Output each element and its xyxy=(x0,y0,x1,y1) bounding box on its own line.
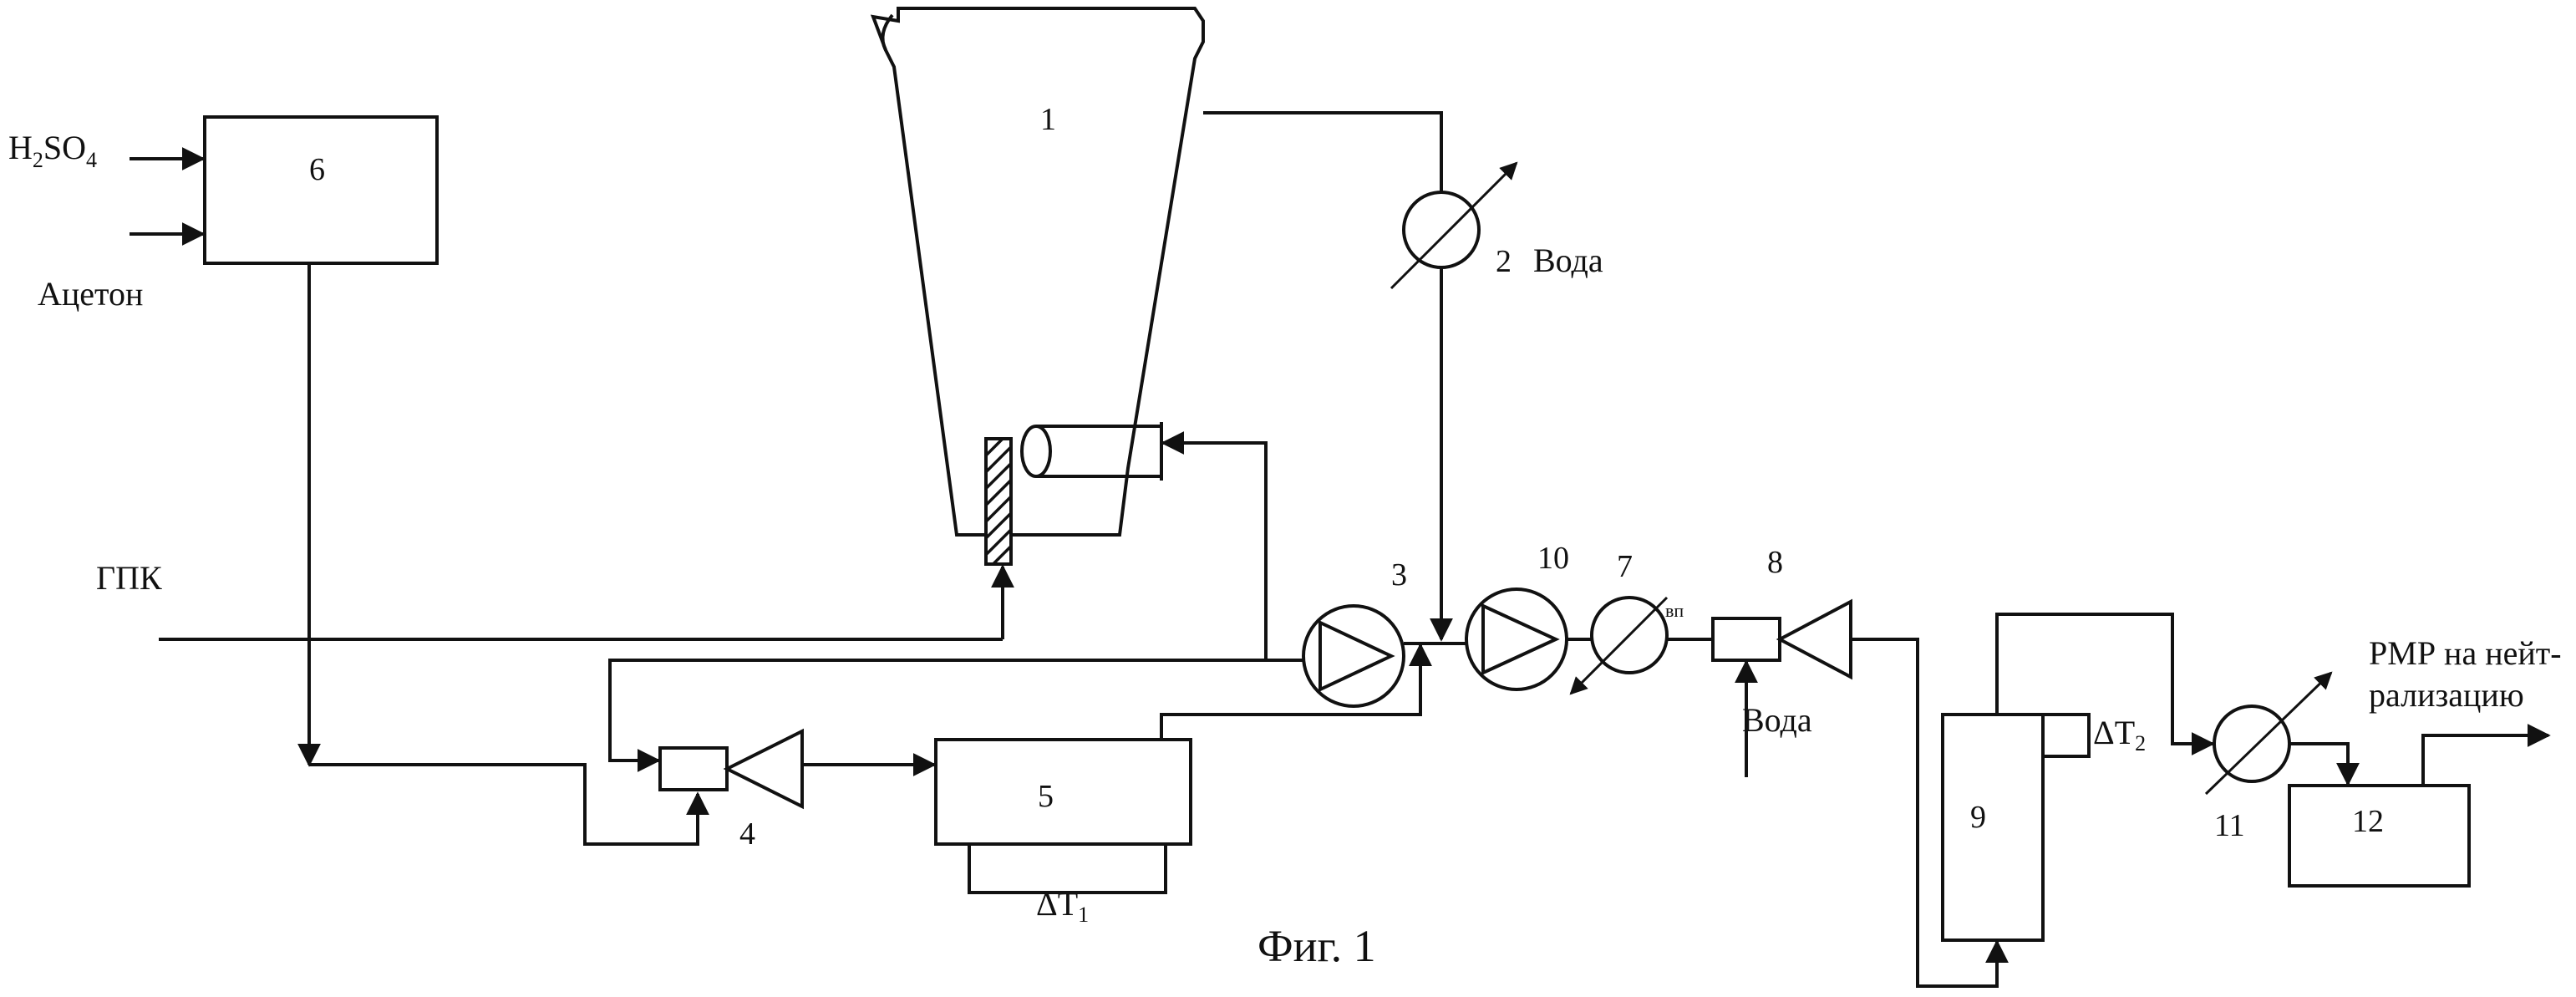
reactor-1-hatched-element xyxy=(986,439,1011,564)
box-5 xyxy=(936,740,1191,844)
mixer-8 xyxy=(1713,618,1780,660)
box-6 xyxy=(205,117,437,263)
label-12: 12 xyxy=(2352,804,2384,839)
label-6: 6 xyxy=(309,152,325,187)
box-9 xyxy=(1943,715,2043,940)
rmr-label-line1: РМР на нейт- xyxy=(2369,634,2562,672)
reactor-1-vessel xyxy=(873,8,1203,535)
label-11: 11 xyxy=(2214,808,2245,843)
mixer-4 xyxy=(660,748,727,790)
aceton-label: Ацетон xyxy=(38,275,143,313)
voda-8-label: Вода xyxy=(1742,701,1812,739)
label-8: 8 xyxy=(1767,545,1783,580)
figure-caption: Фиг. 1 xyxy=(1258,921,1376,971)
label-9: 9 xyxy=(1970,800,1986,835)
label-3: 3 xyxy=(1391,557,1407,593)
rmr-label-line2: рализацию xyxy=(2369,676,2524,714)
label-5: 5 xyxy=(1038,779,1054,814)
label-1: 1 xyxy=(1040,102,1056,137)
label-7: 7 xyxy=(1617,549,1633,584)
label-2: 2 xyxy=(1496,244,1512,279)
voda-2-label: Вода xyxy=(1533,242,1603,279)
dt2-label: ΔT2 xyxy=(2093,714,2146,755)
vp-label: вп xyxy=(1665,600,1684,621)
heat-exchanger-2 xyxy=(1404,192,1479,267)
h2so4-label: H2SO4 xyxy=(8,129,97,172)
gpk-label: ГПК xyxy=(96,559,162,597)
label-10: 10 xyxy=(1537,541,1569,576)
reactor-1-nozzle xyxy=(1022,426,1050,476)
heat-exchanger-11 xyxy=(2214,706,2289,781)
label-4: 4 xyxy=(739,816,755,852)
